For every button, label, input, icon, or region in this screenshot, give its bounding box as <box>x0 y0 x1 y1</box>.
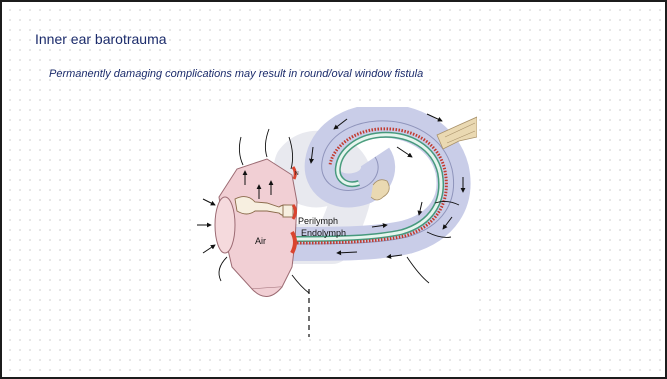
slide-subtitle: Permanently damaging complications may r… <box>49 68 423 80</box>
label-endolymph: Endolymph <box>301 228 346 238</box>
tympanic-membrane <box>215 197 235 253</box>
inner-ear-diagram: Air Perilymph Endolymph N <box>197 107 477 337</box>
label-air: Air <box>255 236 266 246</box>
label-n: N <box>295 171 299 177</box>
slide-title: Inner ear barotrauma <box>35 31 167 47</box>
label-perilymph: Perilymph <box>298 216 338 226</box>
